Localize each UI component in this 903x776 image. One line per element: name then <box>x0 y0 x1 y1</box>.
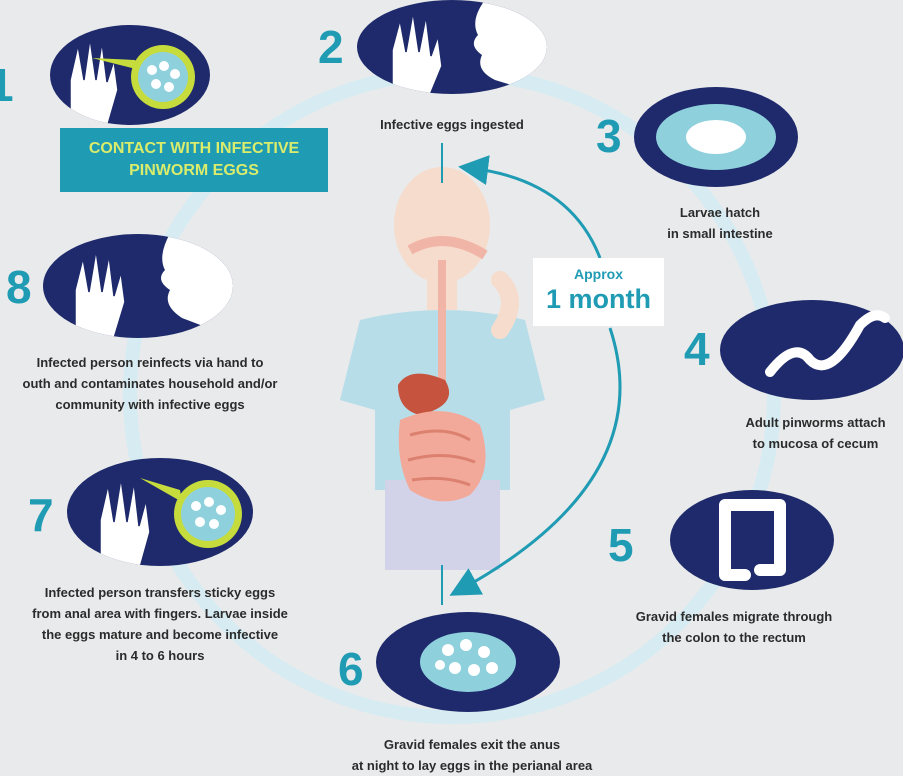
duration-box: Approx 1 month <box>533 258 664 326</box>
step-4-icon <box>720 300 903 400</box>
step-6-caption: Gravid females exit the anus at night to… <box>322 734 622 776</box>
step-7-caption: Infected person transfers sticky eggs fr… <box>0 582 320 666</box>
caption-line: Adult pinworms attach <box>745 415 886 430</box>
step-5-caption: Gravid females migrate through the colon… <box>614 606 854 648</box>
caption-line: Gravid females migrate through <box>635 609 833 624</box>
caption-line: community with infective eggs <box>55 397 245 412</box>
step-8-caption: Infected person reinfects via hand to ou… <box>0 352 300 415</box>
step-5-icon <box>670 490 834 590</box>
caption-line: in small intestine <box>667 226 773 241</box>
duration-approx-label: Approx <box>574 266 623 282</box>
duration-value: 1 month <box>546 284 651 314</box>
step-2-number: 2 <box>318 21 344 73</box>
contact-line-1: CONTACT WITH INFECTIVE <box>88 140 300 157</box>
step-1-number: 1 <box>0 59 14 111</box>
step-6-icon <box>376 612 560 712</box>
step-1-icon <box>50 25 210 125</box>
caption-line: from anal area with fingers. Larvae insi… <box>32 606 288 621</box>
step-5-number: 5 <box>608 519 634 571</box>
contact-box: CONTACT WITH INFECTIVE PINWORM EGGS <box>60 128 328 192</box>
step-2-caption: Infective eggs ingested <box>352 114 552 135</box>
step-7-icon <box>67 458 253 566</box>
step-8-icon <box>43 234 233 338</box>
step-3-icon <box>634 87 798 187</box>
step-3-number: 3 <box>596 110 622 162</box>
step-7-number: 7 <box>28 489 54 541</box>
step-4-caption: Adult pinworms attach to mucosa of cecum <box>728 412 903 454</box>
caption-line: at night to lay eggs in the perianal are… <box>351 758 593 773</box>
caption-line: outh and contaminates household and/or <box>22 376 278 391</box>
step-3-caption: Larvae hatch in small intestine <box>640 202 800 244</box>
caption-line: Infective eggs ingested <box>380 117 524 132</box>
caption-line: the colon to the rectum <box>662 630 806 645</box>
caption-line: to mucosa of cecum <box>752 436 879 451</box>
caption-line: Infected person transfers sticky eggs <box>44 585 276 600</box>
caption-line: in 4 to 6 hours <box>115 648 205 663</box>
caption-line: Infected person reinfects via hand to <box>36 355 264 370</box>
caption-line: the eggs mature and become infective <box>41 627 279 642</box>
contact-line-2: PINWORM EGGS <box>129 162 259 179</box>
arrow-to-top <box>458 155 602 259</box>
human-figure <box>340 167 545 570</box>
caption-line: Larvae hatch <box>679 205 761 220</box>
step-6-number: 6 <box>338 643 364 695</box>
caption-line: Gravid females exit the anus <box>383 737 561 752</box>
arrow-to-bottom <box>449 327 622 596</box>
step-8-number: 8 <box>6 261 32 313</box>
step-4-number: 4 <box>684 323 710 375</box>
